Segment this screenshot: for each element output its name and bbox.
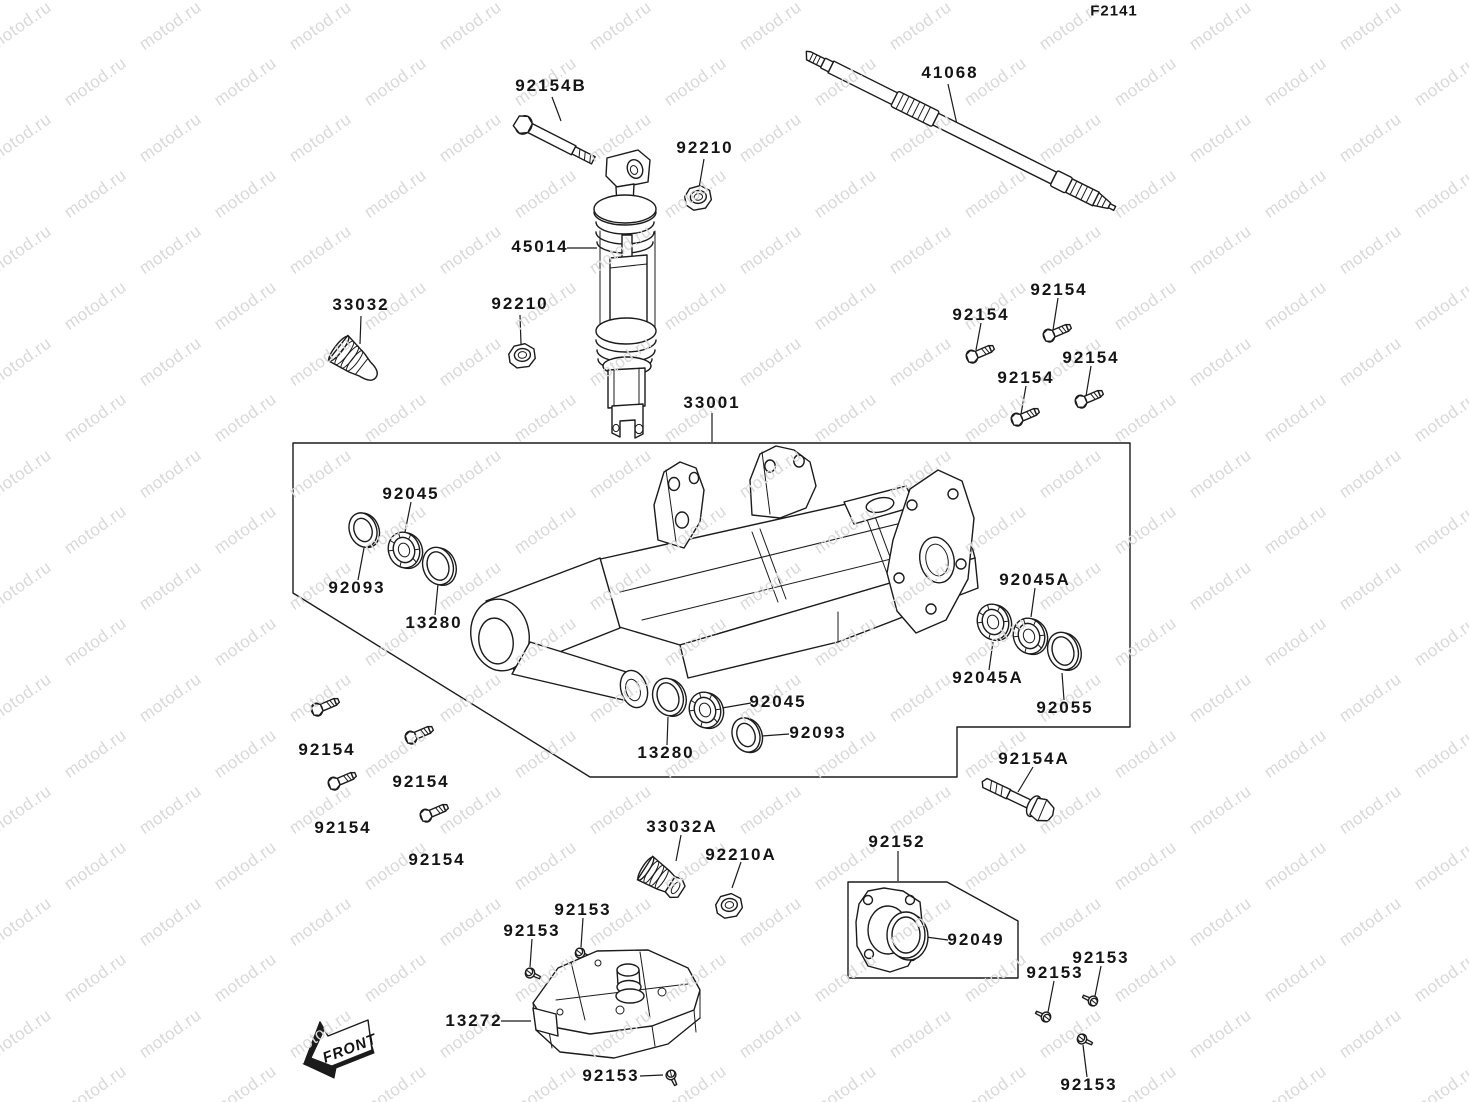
bolt-92154-7 [325, 767, 359, 793]
driveshaft-41068-drawing [805, 50, 1117, 212]
skid-plate-13272-drawing [532, 949, 701, 1059]
bolt-92154-8 [417, 799, 451, 825]
coupling-parts-box-92152 [847, 881, 1019, 979]
bolt-92154-2 [963, 340, 997, 366]
swingarm-33001-drawing [470, 445, 979, 709]
locknut-92210a-drawing [713, 891, 745, 920]
collar-92055 [1042, 626, 1087, 676]
bearing-92045-left [382, 526, 428, 575]
seal-92093-left [343, 507, 385, 553]
bolt-92154-4 [1008, 403, 1042, 429]
screw-92153-6 [1075, 1031, 1095, 1049]
figure-code: F2141 [1090, 2, 1138, 20]
shock-absorber-45014-drawing [593, 149, 657, 439]
bearing-92045-bottom [683, 686, 729, 735]
screw-92153-3 [663, 1068, 681, 1088]
bolt-92154-3 [1072, 385, 1106, 411]
plug-33032-drawing [325, 332, 387, 391]
bolt-92154-5 [308, 693, 342, 719]
locknut-92210-left-drawing [507, 342, 537, 370]
collar-92049-drawing [886, 911, 929, 961]
front-arrow: FRONT [302, 1019, 380, 1079]
bearing-92045a-outer [971, 598, 1017, 647]
screw-92153-4 [1033, 1007, 1053, 1025]
pivot-bolt-92154b-drawing [512, 114, 596, 165]
bolt-92154-1 [1040, 319, 1074, 345]
axle-bolt-92154a-drawing [981, 777, 1055, 822]
bolt-92154-6 [402, 721, 436, 747]
collar-13280-left [417, 541, 462, 591]
swingarm-parts-box [292, 442, 1131, 778]
seal-92093-bottom [726, 712, 768, 758]
plug-33032a-drawing [634, 854, 690, 905]
bearing-92045a-inner [1007, 612, 1053, 661]
locknut-92210-top-drawing [682, 183, 714, 212]
collar-13280-bottom [647, 672, 692, 722]
screw-92153-5 [1080, 991, 1100, 1009]
screw-92153-2 [523, 965, 543, 983]
leader-lines [357, 83, 1102, 1078]
